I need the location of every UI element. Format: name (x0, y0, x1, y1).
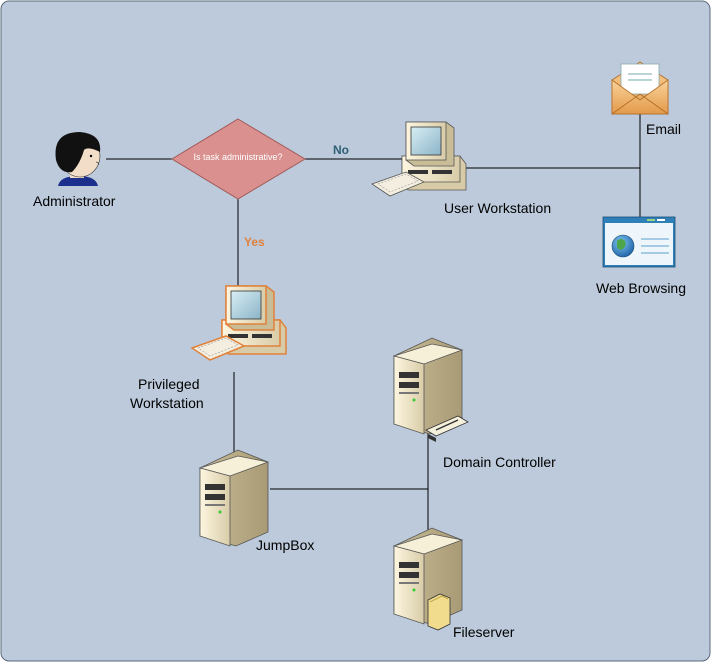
administrator-icon (55, 132, 101, 186)
decision-text: Is task administrative? (193, 152, 283, 162)
edge-label-yes: Yes (244, 235, 265, 249)
domain-controller-label: Domain Controller (443, 454, 556, 470)
connectors (106, 108, 641, 530)
administrator-label: Administrator (33, 193, 116, 209)
domain-controller-icon (392, 337, 469, 442)
decision-diamond (171, 118, 306, 200)
email-icon (611, 61, 669, 115)
email-label: Email (646, 121, 682, 137)
privileged-workstation-icon (190, 285, 287, 361)
web-browsing-label: Web Browsing (596, 280, 687, 296)
fileserver-label: Fileserver (453, 624, 515, 640)
jumpbox-label: JumpBox (256, 537, 315, 553)
web-browsing-icon (602, 216, 676, 268)
user-workstation-icon (371, 121, 467, 197)
user-workstation-label: User Workstation (444, 200, 552, 216)
privileged-workstation-label-line2: Workstation (130, 395, 204, 411)
jumpbox-icon (198, 449, 270, 547)
privileged-workstation-label-line1: Privileged (138, 376, 200, 392)
fileserver-icon (392, 527, 464, 631)
edge-label-no: No (333, 143, 349, 157)
